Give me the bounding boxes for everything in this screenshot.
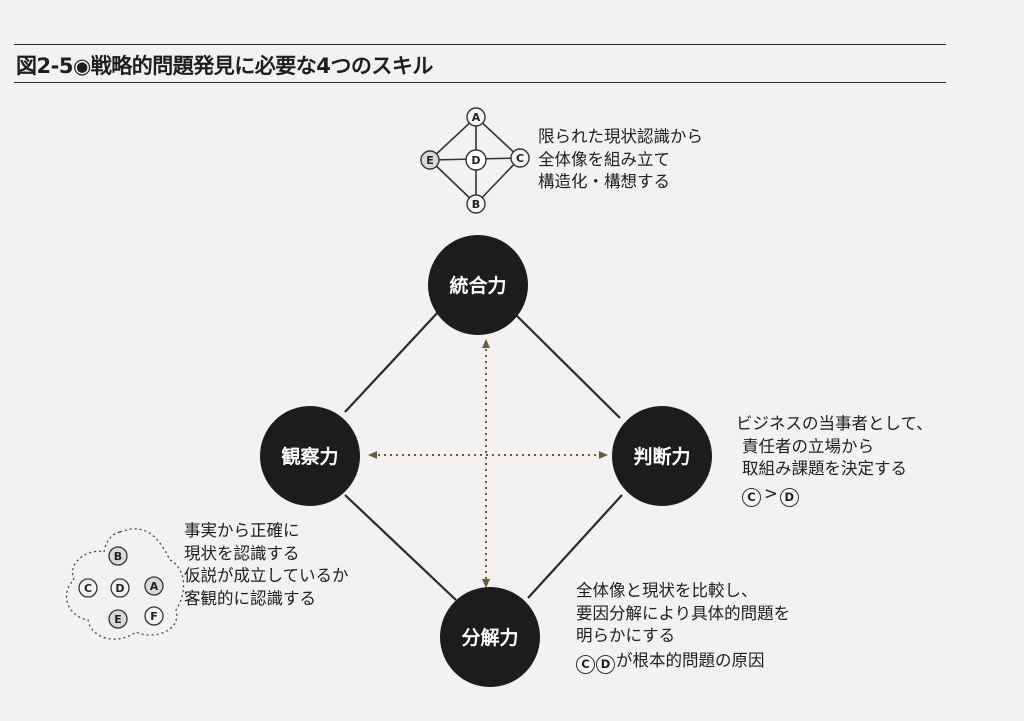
cross-arrows <box>368 339 608 588</box>
relation-operator: > <box>764 483 778 503</box>
diamond-lines <box>344 309 623 601</box>
node-synthesis-label: 統合力 <box>449 274 506 297</box>
line-right-bottom <box>527 494 623 599</box>
line-top-right <box>515 314 621 419</box>
desc-line: 要因分解により具体的問題を <box>576 603 791 623</box>
desc-line: 客観的に認識する <box>184 588 316 608</box>
desc-line: 取組み課題を決定する <box>742 459 907 478</box>
desc-line: 全体像を組み立て <box>538 149 670 169</box>
desc-relation: C>D <box>736 483 933 507</box>
desc-line: ビジネスの当事者として、 <box>736 414 933 433</box>
node-judgment: 判断力 <box>612 406 712 506</box>
node-synthesis: 統合力 <box>428 235 528 335</box>
node-decomposition-label: 分解力 <box>461 626 518 649</box>
node-observation: 観察力 <box>260 406 360 506</box>
figure-title: 図2-5◉戦略的問題発見に必要な4つのスキル <box>16 54 433 78</box>
cluster-node-a: A <box>150 580 159 593</box>
circled-c: C <box>742 487 761 507</box>
node-judgment-label: 判断力 <box>633 445 690 468</box>
desc-line: 限られた現状認識から <box>538 127 703 146</box>
node-observation-label: 観察力 <box>281 445 338 468</box>
network-node-a: A <box>472 111 481 124</box>
desc-observation: 事実から正確に 現状を認識する 仮説が成立しているか 客観的に認識する <box>184 520 349 610</box>
circled-d: D <box>779 487 799 507</box>
network-node-b: B <box>472 198 480 211</box>
desc-judgment: ビジネスの当事者として、 責任者の立場から 取組み課題を決定する C>D <box>736 413 933 507</box>
desc-line: 全体像と現状を比較し、 <box>576 581 758 600</box>
node-decomposition: 分解力 <box>440 587 540 687</box>
desc-line: 仮説が成立しているか <box>184 566 349 585</box>
network-node-d: D <box>471 154 480 167</box>
cluster-node-b: B <box>114 550 122 563</box>
relation-text: が根本的問題の原因 <box>616 650 765 670</box>
line-top-left <box>344 309 441 413</box>
desc-line: 現状を認識する <box>184 543 300 563</box>
network-icon: A C E D B <box>420 107 530 214</box>
cluster-node-c: C <box>84 582 92 595</box>
header-rule-top <box>14 44 946 45</box>
network-node-c: C <box>516 152 524 165</box>
network-node-e: E <box>426 154 434 167</box>
cluster-node-f: F <box>150 610 158 623</box>
desc-line: 明らかにする <box>576 626 676 645</box>
desc-line: 責任者の立場から <box>742 436 874 456</box>
cluster-icon: B C D A E F <box>65 528 185 640</box>
desc-line: 事実から正確に <box>184 521 300 540</box>
circled-c: C <box>576 654 595 674</box>
cluster-node-e: E <box>114 613 122 626</box>
line-left-bottom <box>344 494 457 601</box>
circled-d: D <box>596 654 615 674</box>
cluster-node-d: D <box>115 582 124 595</box>
header-rule-bottom <box>14 82 946 83</box>
desc-line: 構造化・構想する <box>538 172 670 191</box>
desc-synthesis: 限られた現状認識から 全体像を組み立て 構造化・構想する <box>538 126 703 194</box>
